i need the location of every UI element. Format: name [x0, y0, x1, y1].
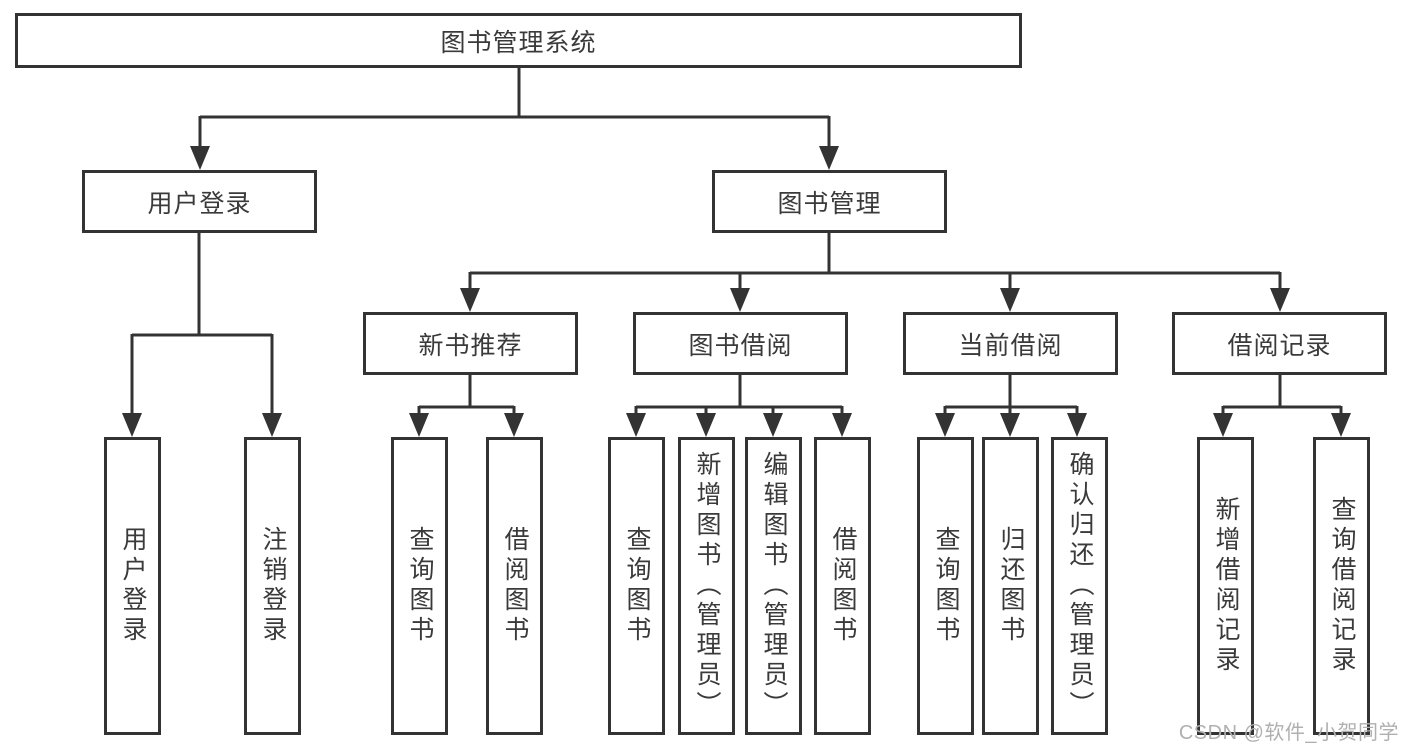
node-label: 查询图书 — [932, 526, 960, 646]
node-label: 图书管理 — [777, 189, 882, 218]
node-label: 用户登录 — [119, 526, 147, 646]
node-label: 新书推荐 — [418, 331, 523, 360]
node-book-management: 图书管理 — [712, 170, 947, 233]
leaf-query-book-under-recommendation: 查询图书 — [391, 437, 448, 735]
node-label: 归还图书 — [997, 526, 1025, 646]
node-label: 确认归还（管理员） — [1066, 451, 1094, 721]
arrowhead — [1000, 413, 1020, 437]
leaf-confirm-return-admin: 确认归还（管理员） — [1051, 437, 1108, 735]
arrowhead — [730, 288, 750, 312]
node-library-system: 图书管理系统 — [15, 13, 1022, 68]
node-label: 借阅图书 — [501, 526, 529, 646]
arrowhead — [190, 146, 210, 170]
node-label: 图书借阅 — [688, 331, 793, 360]
arrowhead — [504, 413, 524, 437]
csdn-watermark: CSDN @软件_小贺同学 — [1178, 722, 1399, 744]
node-book-borrowing: 图书借阅 — [633, 312, 848, 375]
arrowhead — [1213, 413, 1233, 437]
node-borrow-records: 借阅记录 — [1172, 312, 1387, 375]
leaf-query-borrow-record: 查询借阅记录 — [1313, 437, 1370, 735]
node-label: 借阅图书 — [829, 526, 857, 646]
node-label: 用户登录 — [147, 189, 252, 218]
arrowhead — [262, 413, 282, 437]
leaf-borrow-book-under-recommendation: 借阅图书 — [486, 437, 543, 735]
arrowhead — [1067, 413, 1087, 437]
node-label: 新增借阅记录 — [1212, 496, 1240, 676]
leaf-user-login: 用户登录 — [104, 437, 161, 735]
node-label: 编辑图书（管理员） — [760, 451, 788, 721]
leaf-query-book-under-current: 查询图书 — [917, 437, 974, 735]
leaf-return-book: 归还图书 — [982, 437, 1039, 735]
node-label: 查询借阅记录 — [1328, 496, 1356, 676]
node-label: 当前借阅 — [958, 331, 1063, 360]
leaf-add-book-admin: 新增图书（管理员） — [678, 437, 735, 735]
arrowhead — [122, 413, 142, 437]
node-current-borrowing: 当前借阅 — [903, 312, 1118, 375]
leaf-borrow-book: 借阅图书 — [814, 437, 871, 735]
arrowhead — [409, 413, 429, 437]
node-label: 注销登录 — [259, 526, 287, 646]
arrowhead — [763, 413, 783, 437]
arrowhead — [832, 413, 852, 437]
leaf-logout: 注销登录 — [244, 437, 301, 735]
leaf-edit-book-admin: 编辑图书（管理员） — [745, 437, 802, 735]
arrowhead — [935, 413, 955, 437]
arrowhead — [819, 146, 839, 170]
leaf-query-book-under-borrowing: 查询图书 — [608, 437, 665, 735]
arrowhead — [460, 288, 480, 312]
node-label: 图书管理系统 — [440, 28, 597, 57]
node-label: 新增图书（管理员） — [693, 451, 721, 721]
node-user-login: 用户登录 — [82, 170, 317, 233]
arrowhead — [1331, 413, 1351, 437]
node-new-book-recommendation: 新书推荐 — [363, 312, 578, 375]
node-label: 查询图书 — [406, 526, 434, 646]
leaf-add-borrow-record: 新增借阅记录 — [1197, 437, 1254, 735]
arrowhead — [1270, 288, 1290, 312]
arrowhead — [626, 413, 646, 437]
node-label: 查询图书 — [623, 526, 651, 646]
node-label: 借阅记录 — [1227, 331, 1332, 360]
arrowhead — [696, 413, 716, 437]
arrowhead — [1000, 288, 1020, 312]
